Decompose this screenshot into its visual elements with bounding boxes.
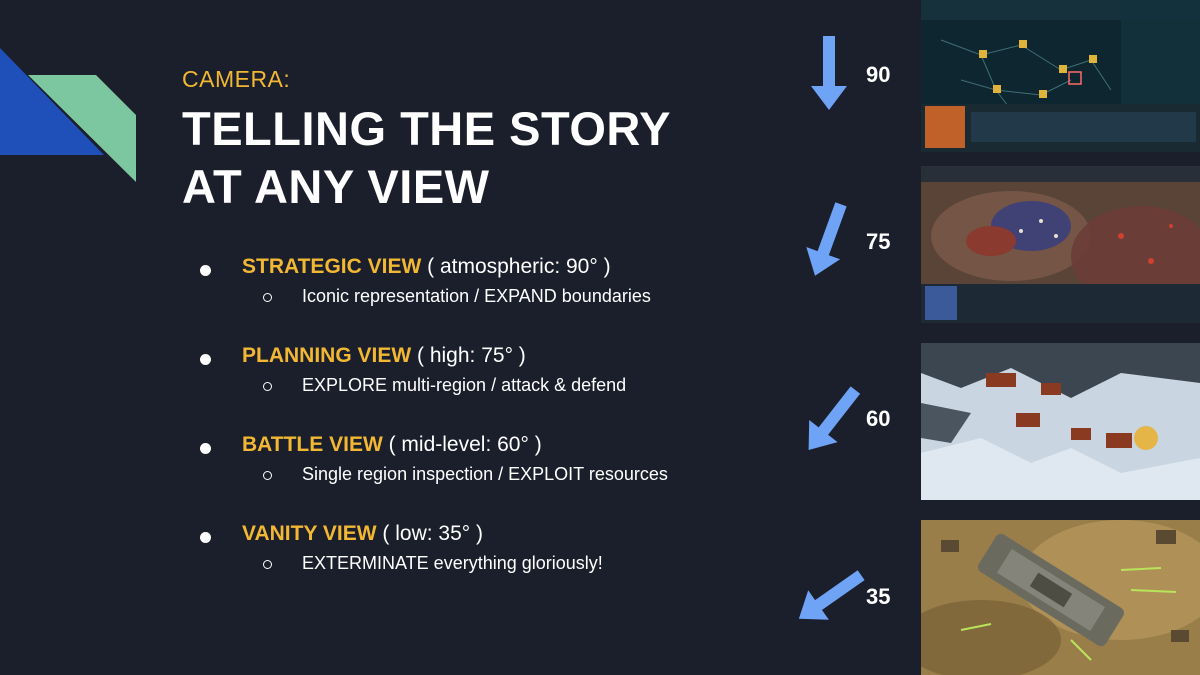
title-line-1: TELLING THE STORY bbox=[182, 102, 671, 155]
view-heading: VANITY VIEW ( low: 35° ) bbox=[242, 522, 483, 546]
ground-vehicle-screenshot bbox=[921, 520, 1200, 675]
sub-bullet-ring bbox=[263, 560, 272, 569]
arrow-steep-diagonal-icon bbox=[806, 202, 847, 276]
view-angle-detail: ( atmospheric: 90° ) bbox=[421, 255, 611, 278]
green-stripe bbox=[28, 75, 136, 182]
sub-bullet-ring bbox=[263, 382, 272, 391]
view-heading: STRATEGIC VIEW ( atmospheric: 90° ) bbox=[242, 255, 611, 279]
arrow-shallow-icon bbox=[798, 570, 865, 620]
angle-label-60: 60 bbox=[866, 406, 891, 431]
view-item-strategic: STRATEGIC VIEW ( atmospheric: 90° ) Icon… bbox=[200, 255, 760, 344]
sub-bullet-ring bbox=[263, 293, 272, 302]
arrow-diagonal-icon bbox=[808, 386, 861, 450]
view-heading: PLANNING VIEW ( high: 75° ) bbox=[242, 344, 526, 368]
slide-title: TELLING THE STORY AT ANY VIEW bbox=[182, 100, 671, 216]
view-description: EXTERMINATE everything gloriously! bbox=[302, 553, 603, 573]
angle-label-90: 90 bbox=[866, 62, 891, 87]
bullet-dot bbox=[200, 443, 211, 454]
view-item-planning: PLANNING VIEW ( high: 75° ) EXPLORE mult… bbox=[200, 344, 760, 433]
view-angle-detail: ( mid-level: 60° ) bbox=[382, 433, 542, 456]
view-name: STRATEGIC VIEW bbox=[242, 255, 422, 278]
section-kicker: CAMERA: bbox=[182, 66, 291, 92]
view-heading: BATTLE VIEW ( mid-level: 60° ) bbox=[242, 433, 542, 457]
view-angle-detail: ( high: 75° ) bbox=[411, 344, 526, 367]
view-name: VANITY VIEW bbox=[242, 522, 377, 545]
strategic-map-screenshot bbox=[921, 0, 1200, 152]
angle-label-35: 35 bbox=[866, 584, 891, 609]
view-item-vanity: VANITY VIEW ( low: 35° ) EXTERMINATE eve… bbox=[200, 522, 760, 611]
sub-bullet-ring bbox=[263, 471, 272, 480]
bullet-dot bbox=[200, 265, 211, 276]
view-name: PLANNING VIEW bbox=[242, 344, 412, 367]
snow-base-screenshot bbox=[921, 343, 1200, 500]
view-angle-detail: ( low: 35° ) bbox=[376, 522, 484, 545]
view-list: STRATEGIC VIEW ( atmospheric: 90° ) Icon… bbox=[200, 255, 760, 611]
title-line-2: AT ANY VIEW bbox=[182, 160, 490, 213]
decorative-stripes bbox=[0, 48, 136, 182]
bullet-dot bbox=[200, 354, 211, 365]
view-name: BATTLE VIEW bbox=[242, 433, 383, 456]
planning-battlefield-screenshot bbox=[921, 166, 1200, 323]
view-description: Iconic representation / EXPAND boundarie… bbox=[302, 286, 651, 306]
angle-label-75: 75 bbox=[866, 229, 891, 254]
bullet-dot bbox=[200, 532, 211, 543]
arrow-down-icon bbox=[811, 36, 847, 110]
view-description: EXPLORE multi-region / attack & defend bbox=[302, 375, 627, 395]
blue-stripe bbox=[0, 48, 104, 155]
view-description: Single region inspection / EXPLOIT resou… bbox=[302, 464, 668, 484]
view-item-battle: BATTLE VIEW ( mid-level: 60° ) Single re… bbox=[200, 433, 760, 522]
